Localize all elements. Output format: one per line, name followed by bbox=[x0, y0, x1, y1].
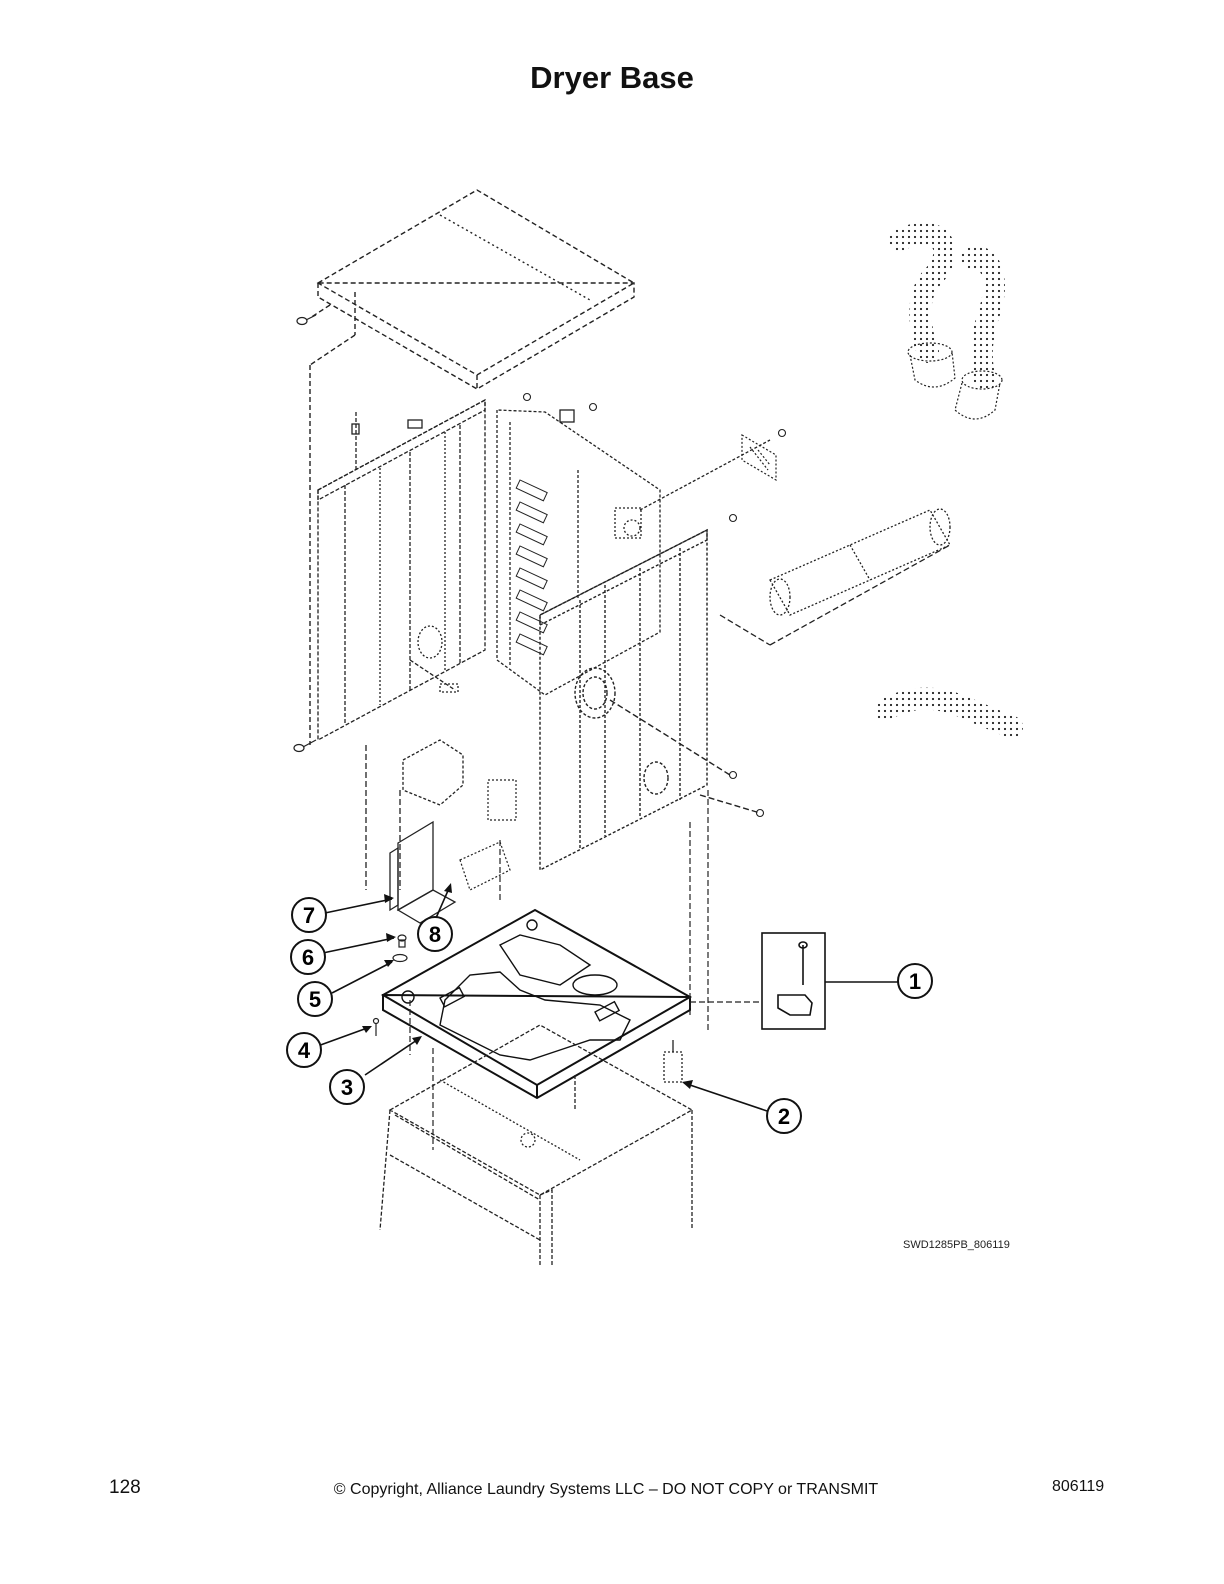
svg-text:2: 2 bbox=[778, 1104, 790, 1129]
vent-grille bbox=[741, 433, 777, 482]
page-title: Dryer Base bbox=[530, 60, 694, 95]
screw-icon bbox=[293, 314, 317, 753]
svg-text:4: 4 bbox=[298, 1038, 311, 1063]
svg-text:6: 6 bbox=[302, 945, 314, 970]
exhaust-duct bbox=[719, 508, 951, 646]
front-panel bbox=[539, 528, 761, 872]
fastener-icon bbox=[372, 934, 408, 1030]
screw-icon bbox=[522, 392, 787, 818]
callout-7: 7 bbox=[291, 897, 327, 933]
callout-5: 5 bbox=[297, 981, 333, 1017]
document-number: 806119 bbox=[1052, 1478, 1105, 1495]
svg-text:7: 7 bbox=[303, 903, 315, 928]
page-number: 128 bbox=[109, 1477, 141, 1498]
copyright-notice: © Copyright, Alliance Laundry Systems LL… bbox=[333, 1481, 879, 1498]
dashed-leader-lines bbox=[375, 790, 760, 1150]
callout-1: 1 bbox=[897, 963, 933, 999]
control-bracket bbox=[365, 739, 464, 924]
svg-text:3: 3 bbox=[341, 1075, 353, 1100]
terminal-block bbox=[459, 779, 517, 900]
top-panel bbox=[309, 189, 636, 745]
drawing-id: SWD1285PB_806119 bbox=[903, 1239, 1010, 1251]
rear-panel bbox=[496, 409, 771, 696]
svg-text:8: 8 bbox=[429, 922, 441, 947]
callout-2: 2 bbox=[766, 1098, 802, 1134]
svg-text:5: 5 bbox=[309, 987, 321, 1012]
arrowheads bbox=[362, 883, 693, 1089]
part-1-inset bbox=[761, 932, 898, 1030]
left-side-panel bbox=[317, 398, 486, 742]
lower-cabinet bbox=[379, 1024, 694, 1265]
flex-hose-assembly bbox=[874, 222, 1023, 738]
hose-elbow bbox=[907, 342, 1003, 420]
callout-3: 3 bbox=[329, 1069, 365, 1105]
callout-4: 4 bbox=[286, 1032, 322, 1068]
callout-6: 6 bbox=[290, 939, 326, 975]
svg-text:1: 1 bbox=[909, 969, 921, 994]
leveling-leg bbox=[663, 1040, 683, 1083]
callout-8: 8 bbox=[417, 916, 453, 952]
